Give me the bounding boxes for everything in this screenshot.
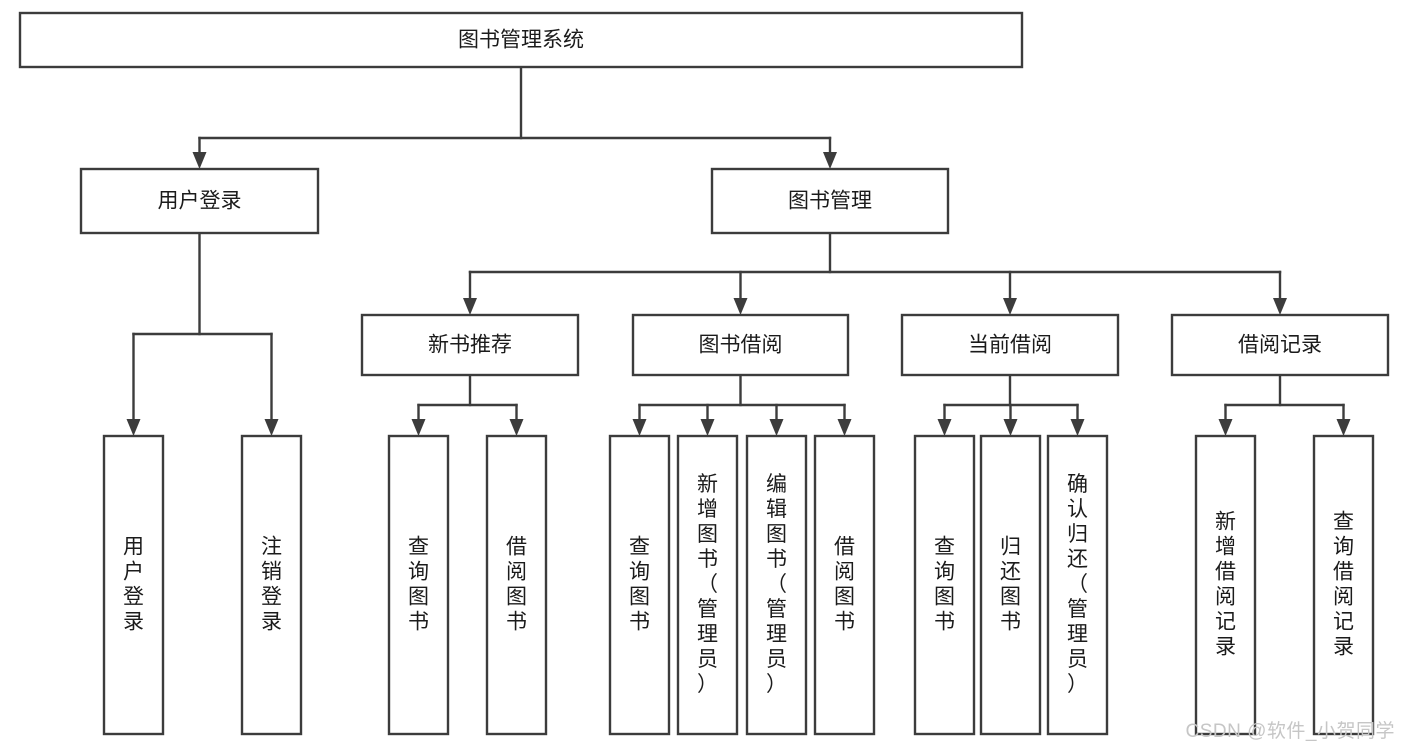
node-level2-0[interactable]: 用户登录 — [79, 167, 320, 235]
arrow-head-icon — [1336, 419, 1351, 436]
node-leaf-0[interactable]: 用户登录 — [102, 434, 165, 736]
leaf-label: 编辑图书（管理员） — [766, 473, 787, 696]
csdn-watermark: CSDN @软件_小贺同学 — [1185, 721, 1395, 742]
node-leaf-6[interactable]: 编辑图书（管理员） — [745, 434, 808, 736]
leaf-label: 新增图书（管理员） — [697, 473, 718, 696]
arrow-head-icon — [1218, 419, 1233, 436]
arrow-head-icon — [509, 419, 524, 436]
arrow-head-icon — [1070, 419, 1085, 436]
arrow-head-icon — [733, 298, 748, 315]
node-level3-2[interactable]: 当前借阅 — [900, 313, 1120, 377]
node-leaf-3[interactable]: 借阅图书 — [485, 434, 548, 736]
diagram-nodes: 图书管理系统用户登录图书管理新书推荐图书借阅当前借阅借阅记录用户登录注销登录查询… — [18, 11, 1390, 736]
node-leaf-12[interactable]: 查询借阅记录 — [1312, 434, 1375, 736]
node-leaf-1[interactable]: 注销登录 — [240, 434, 303, 736]
node-leaf-10[interactable]: 确认归还（管理员） — [1046, 434, 1109, 736]
arrow-head-icon — [937, 419, 952, 436]
node-leaf-7[interactable]: 借阅图书 — [813, 434, 876, 736]
leaf-label: 查询图书 — [629, 536, 650, 634]
node-label: 用户登录 — [158, 190, 242, 213]
leaf-label: 查询借阅记录 — [1333, 511, 1354, 659]
node-leaf-8[interactable]: 查询图书 — [913, 434, 976, 736]
node-leaf-9[interactable]: 归还图书 — [979, 434, 1042, 736]
arrow-head-icon — [411, 419, 426, 436]
leaf-label: 借阅图书 — [506, 536, 527, 634]
leaf-label: 借阅图书 — [834, 536, 855, 634]
arrow-head-icon — [126, 419, 141, 436]
arrow-head-icon — [192, 152, 207, 169]
node-label: 图书借阅 — [699, 334, 783, 357]
node-root-图书管理系统[interactable]: 图书管理系统 — [18, 11, 1024, 69]
arrow-head-icon — [1003, 298, 1017, 315]
node-leaf-4[interactable]: 查询图书 — [608, 434, 671, 736]
leaf-label: 查询图书 — [934, 536, 955, 634]
node-level3-0[interactable]: 新书推荐 — [360, 313, 580, 377]
node-leaf-5[interactable]: 新增图书（管理员） — [676, 434, 739, 736]
leaf-label: 用户登录 — [123, 536, 144, 634]
node-label: 图书管理系统 — [458, 29, 584, 52]
node-label: 借阅记录 — [1238, 334, 1322, 357]
node-label: 当前借阅 — [968, 334, 1052, 357]
connector-lines — [126, 65, 1351, 436]
leaf-label: 新增借阅记录 — [1215, 511, 1236, 659]
node-level2-1[interactable]: 图书管理 — [710, 167, 950, 235]
arrow-head-icon — [769, 419, 784, 436]
arrow-head-icon — [463, 298, 477, 315]
leaf-label: 确认归还（管理员） — [1067, 473, 1088, 696]
node-leaf-2[interactable]: 查询图书 — [387, 434, 450, 736]
arrow-head-icon — [264, 419, 279, 436]
node-level3-1[interactable]: 图书借阅 — [631, 313, 850, 377]
node-level3-3[interactable]: 借阅记录 — [1170, 313, 1390, 377]
node-leaf-11[interactable]: 新增借阅记录 — [1194, 434, 1257, 736]
arrow-head-icon — [823, 152, 837, 169]
arrow-head-icon — [1273, 298, 1287, 315]
leaf-label: 查询图书 — [408, 536, 429, 634]
arrow-head-icon — [1003, 419, 1018, 436]
arrow-head-icon — [632, 419, 647, 436]
arrow-head-icon — [700, 419, 715, 436]
leaf-label: 归还图书 — [1000, 536, 1021, 634]
leaf-label: 注销登录 — [261, 536, 282, 634]
arrow-head-icon — [837, 419, 852, 436]
node-label: 图书管理 — [788, 190, 872, 213]
node-label: 新书推荐 — [428, 334, 512, 357]
